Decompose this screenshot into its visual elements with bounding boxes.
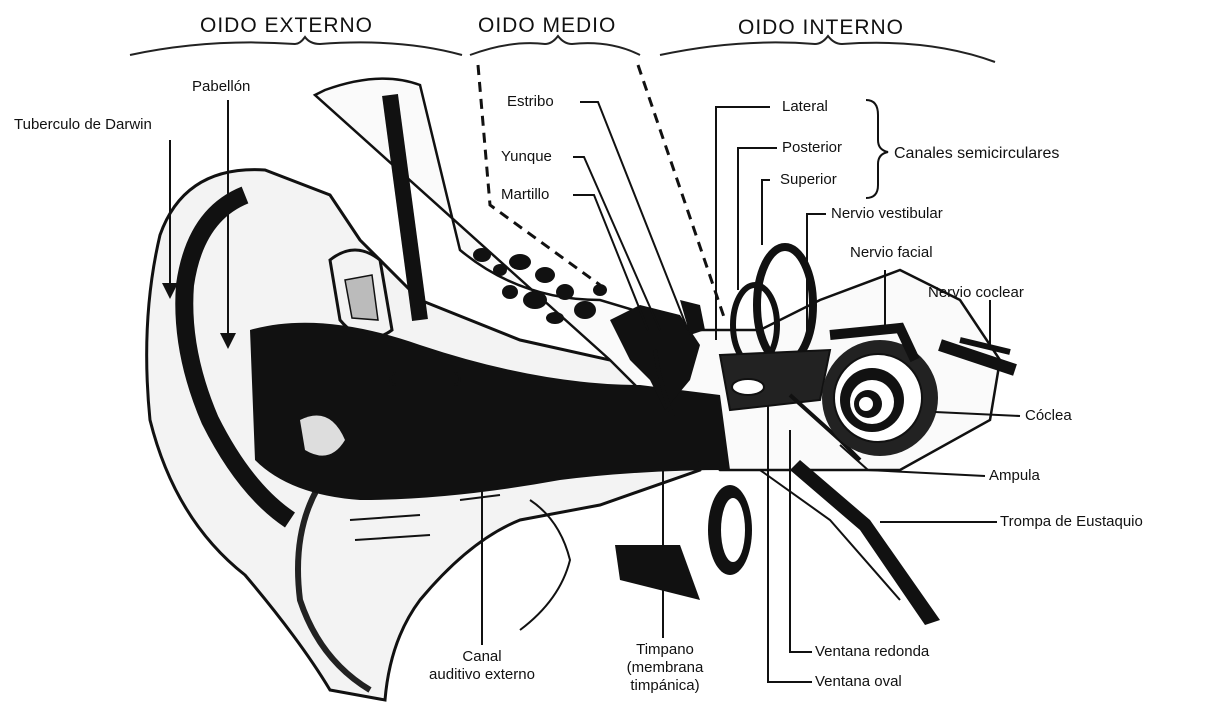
label-lateral: Lateral <box>782 98 828 116</box>
label-timpano-line3: timpánica) <box>590 677 740 695</box>
label-nervio-facial: Nervio facial <box>850 244 933 262</box>
label-timpano-line2: (membrana <box>590 659 740 677</box>
brace-external <box>130 37 462 55</box>
leader-superior <box>762 180 770 245</box>
label-ampula: Ampula <box>989 467 1040 485</box>
label-canal-line2: auditivo externo <box>392 666 572 684</box>
section-title-middle: OIDO MEDIO <box>478 14 616 38</box>
leader-posterior <box>738 148 777 290</box>
label-ventana-redonda: Ventana redonda <box>815 643 929 661</box>
label-superior: Superior <box>780 171 837 189</box>
canales-brace <box>866 100 888 198</box>
label-trompa: Trompa de Eustaquio <box>1000 513 1143 531</box>
label-canal-auditivo: Canal auditivo externo <box>392 648 572 684</box>
label-timpano: Timpano (membrana timpánica) <box>590 641 740 695</box>
section-title-inner: OIDO INTERNO <box>738 16 904 40</box>
label-nervio-coclear: Nervio coclear <box>928 284 1024 302</box>
label-posterior: Posterior <box>782 139 842 157</box>
label-nervio-vestibular: Nervio vestibular <box>831 205 943 223</box>
label-coclea: Cóclea <box>1025 407 1072 425</box>
label-yunque: Yunque <box>501 148 552 166</box>
eustachian-tube <box>760 460 940 625</box>
label-canal-line1: Canal <box>392 648 572 666</box>
label-timpano-line1: Timpano <box>590 641 740 659</box>
label-canales: Canales semicirculares <box>894 145 1059 163</box>
section-title-external: OIDO EXTERNO <box>200 14 373 38</box>
label-estribo: Estribo <box>507 93 554 111</box>
brace-middle <box>470 36 640 55</box>
label-pabellon: Pabellón <box>192 78 250 96</box>
label-ventana-oval: Ventana oval <box>815 673 902 691</box>
label-martillo: Martillo <box>501 186 549 204</box>
label-tuberculo: Tuberculo de Darwin <box>14 116 152 134</box>
